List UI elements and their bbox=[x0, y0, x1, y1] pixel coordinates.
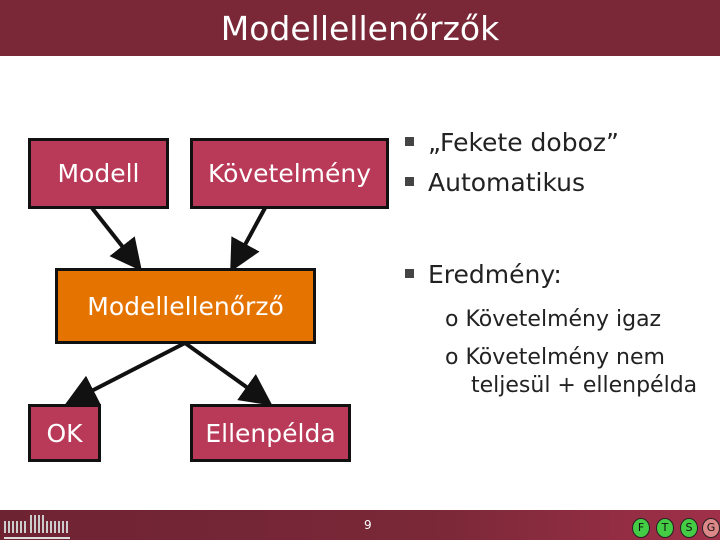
ftsrg-logo-s: S bbox=[680, 518, 698, 538]
bullet-fekete-doboz: „Fekete doboz” bbox=[405, 128, 619, 157]
slide-title: Modellellenőrzők bbox=[0, 0, 720, 56]
arrow-checker-to-ellenpelda bbox=[183, 341, 273, 406]
bullet-eredmeny: Eredmény: bbox=[405, 260, 562, 289]
ftsrg-logo-t: T bbox=[656, 518, 674, 538]
university-logo bbox=[4, 513, 70, 539]
node-modellellenorzo: Modellellenőrző bbox=[55, 268, 316, 344]
ftsrg-logo-rg: G bbox=[702, 518, 720, 538]
sub-bullet-igaz: o Követelmény igaz bbox=[445, 307, 662, 332]
node-kovetelmeny: Követelmény bbox=[190, 138, 389, 209]
arrow-kovetelmeny-to-checker bbox=[230, 207, 267, 273]
bullet-automatikus: Automatikus bbox=[405, 168, 585, 197]
node-ellenpelda: Ellenpélda bbox=[190, 404, 351, 462]
footer: 9 F T S G bbox=[0, 510, 720, 540]
ftsrg-logo-f: F bbox=[632, 518, 650, 538]
arrow-modell-to-checker bbox=[90, 206, 142, 272]
arrow-checker-to-ok bbox=[64, 341, 186, 405]
node-ok: OK bbox=[28, 404, 101, 462]
page-number: 9 bbox=[364, 518, 372, 532]
node-modell: Modell bbox=[28, 138, 169, 209]
